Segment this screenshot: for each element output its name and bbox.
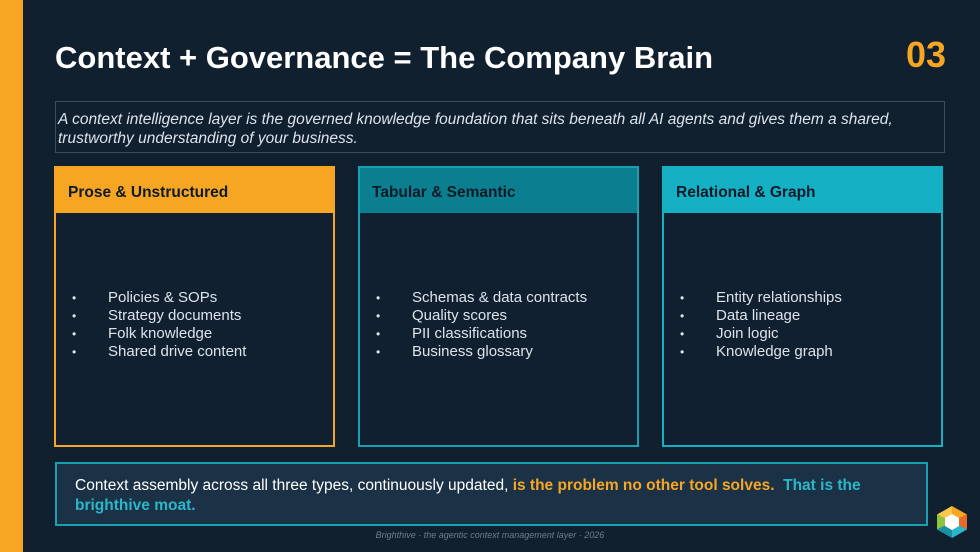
card-heading: Prose & Unstructured [56,168,333,213]
list-item: • Quality scores [372,307,587,325]
card-heading: Tabular & Semantic [360,168,637,213]
footer-text: Brighthive · the agentic context managem… [375,530,605,540]
list-item: • Shared drive content [68,343,246,361]
brighthive-logo-icon [937,506,967,538]
bullet-icon: • [376,291,381,305]
list-item-label: Shared drive content [108,343,247,360]
bullet-icon: • [376,327,381,341]
list-item: • Entity relationships [676,289,842,307]
list-item: • Schemas & data contracts [372,289,587,307]
list-item: • Strategy documents [68,307,246,325]
list-item-label: PII classifications [412,325,528,342]
accent-bar [0,0,23,552]
bullet-icon: • [376,345,381,359]
list-item: • Data lineage [676,307,842,325]
bullet-icon: • [72,345,77,359]
callout-highlight-teal: That is the brighthive moat. [75,477,861,514]
list-item: • Join logic [676,325,842,343]
card-list: • Schemas & data contracts • Quality score… [372,289,587,361]
card-relational-graph: Relational & Graph • Entity relationships… [662,166,943,447]
list-item: • Policies & SOPs [68,289,246,307]
bullet-icon: • [72,291,77,305]
bullet-icon: • [72,327,77,341]
bullet-icon: • [376,309,381,323]
list-item-label: Policies & SOPs [108,289,218,306]
list-item-label: Data lineage [716,307,801,324]
list-item-label: Quality scores [412,307,508,324]
card-heading: Relational & Graph [664,168,941,213]
list-item-label: Schemas & data contracts [412,289,588,306]
list-item-label: Strategy documents [108,307,242,324]
bullet-icon: • [680,327,685,341]
card-list: • Policies & SOPs • Strategy documents • Fo… [68,289,246,361]
callout-lead: Context assembly across all three types,… [75,477,513,494]
bullet-icon: • [72,309,77,323]
bullet-icon: • [680,291,685,305]
callout-highlight-orange: is the problem no other tool solves. [512,477,775,494]
bullet-icon: • [680,345,685,359]
list-item: • Knowledge graph [676,343,842,361]
list-item-label: Entity relationships [716,289,842,306]
intro-text: A context intelligence layer is the gove… [55,101,945,153]
slide-title: Context + Governance = The Company Brain [55,40,714,75]
bullet-icon: • [680,309,685,323]
list-item-label: Folk knowledge [108,325,213,342]
card-list: • Entity relationships • Data lineage • Joi… [676,289,842,361]
list-item-label: Join logic [716,325,779,342]
slide-number: 03 [906,34,947,75]
card-tabular-semantic: Tabular & Semantic • Schemas & data contr… [358,166,639,447]
list-item: • Folk knowledge [68,325,246,343]
callout-box: Context assembly across all three types,… [55,462,928,526]
list-item-label: Knowledge graph [716,343,833,360]
card-prose-unstructured: Prose & Unstructured • Policies & SOPs • S… [54,166,335,447]
list-item-label: Business glossary [412,343,533,360]
list-item: • PII classifications [372,325,587,343]
list-item: • Business glossary [372,343,587,361]
